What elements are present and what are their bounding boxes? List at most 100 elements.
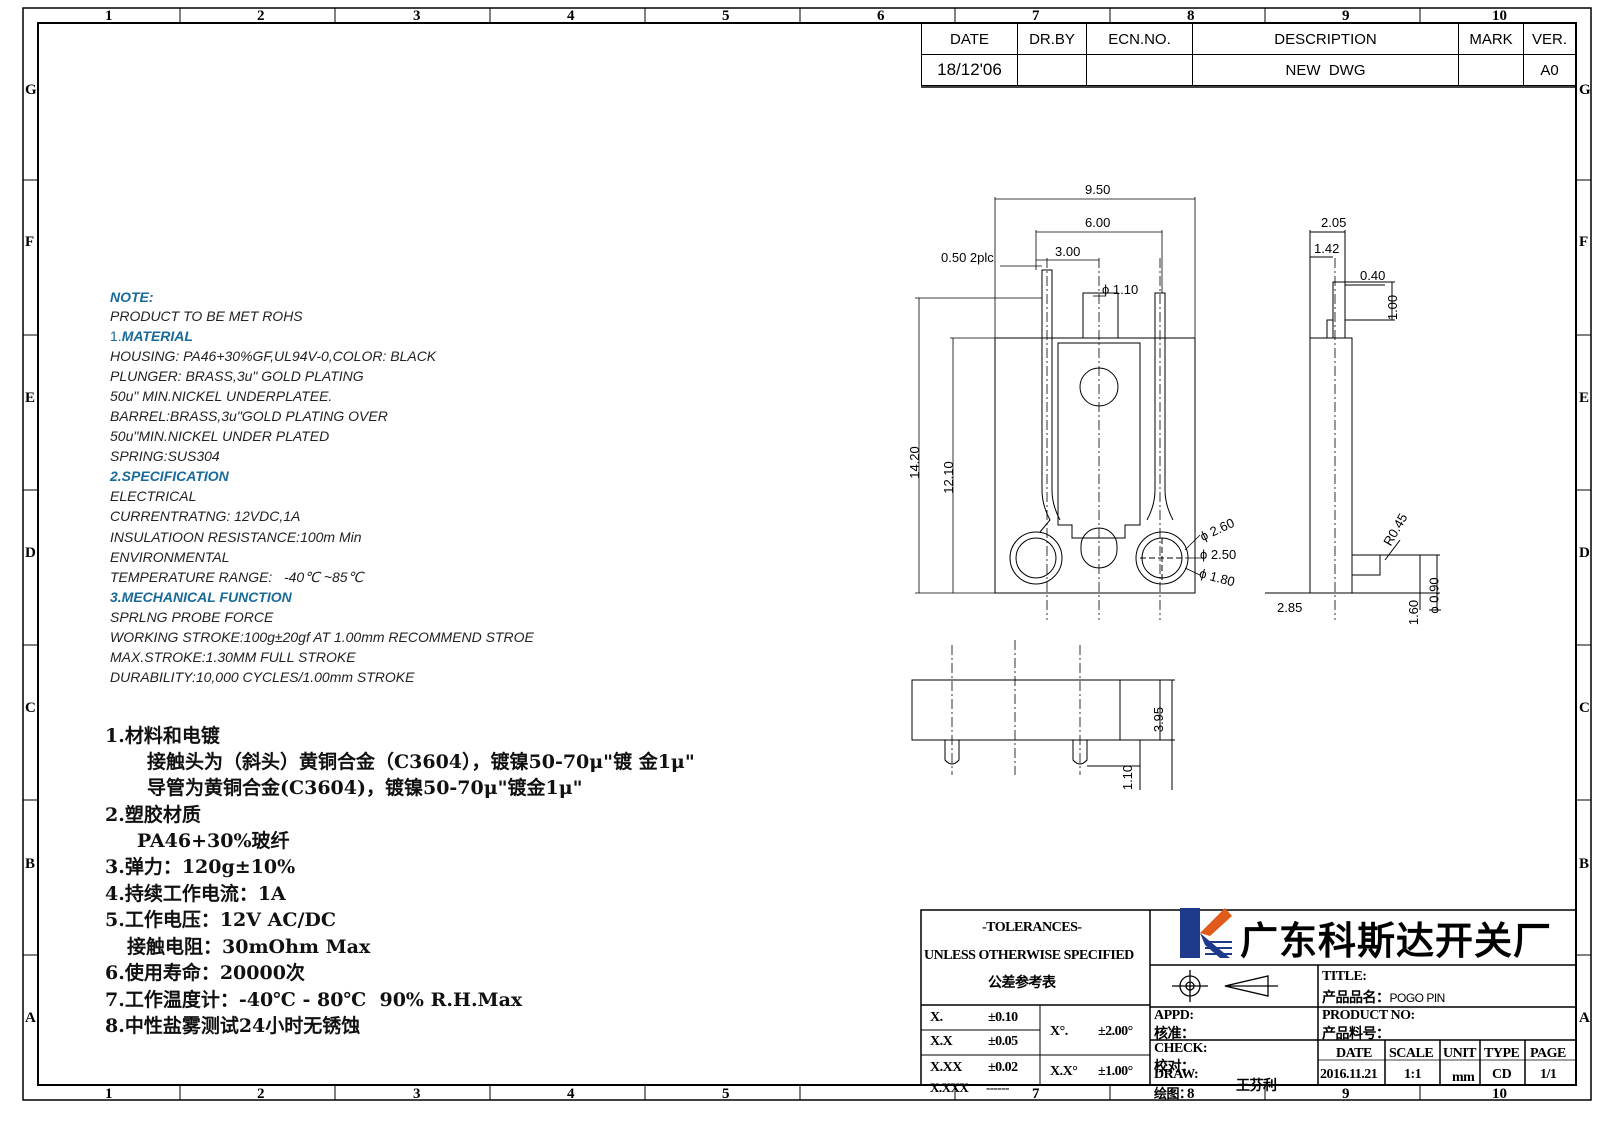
- zone-right-e: E: [1579, 390, 1590, 406]
- zone-top-5: 5: [722, 8, 730, 24]
- projection-symbol-icon: [1172, 970, 1278, 1002]
- zone-left-e: E: [25, 390, 36, 406]
- rev-description: NEW DWG: [1192, 54, 1459, 86]
- front-view: [994, 269, 1196, 594]
- tb-value-scale: 1:1: [1404, 1067, 1422, 1082]
- dim-label: 1.60: [1406, 599, 1422, 626]
- zone-top-7: 7: [1032, 8, 1040, 24]
- note-line: CURRENTRATNG: 12VDC,1A: [110, 508, 301, 524]
- cn-note: 接触头为（斜头）黄铜合金（C3604），镀镍50-70μ"镀 金1μ": [147, 751, 695, 773]
- tol-val: ±0.02: [988, 1060, 1018, 1075]
- note-line: SPRLNG PROBE FORCE: [110, 609, 274, 625]
- tol-val: ±0.05: [988, 1034, 1018, 1049]
- tol-cn: 公差参考表: [988, 976, 1056, 991]
- zone-bottom-5: 5: [722, 1086, 730, 1102]
- rev-mark: [1458, 54, 1524, 86]
- note-line: TEMPERATURE RANGE: -40℃ ~85℃: [110, 569, 364, 585]
- dim-label: 2.05: [1321, 215, 1347, 230]
- appd-label: APPD:: [1154, 1008, 1194, 1023]
- zone-top-9: 9: [1342, 8, 1350, 24]
- dim-label: 0.40: [1360, 268, 1386, 283]
- rev-ecn: [1086, 54, 1193, 86]
- dim-label: ϕ 1.10: [1102, 282, 1139, 297]
- outer-border: [22, 7, 1592, 1101]
- rev-drby: [1017, 54, 1087, 86]
- zone-bottom-4: 4: [567, 1086, 575, 1102]
- product-no-cn: 产品料号：: [1322, 1027, 1390, 1042]
- dim-label: 6.00: [1085, 215, 1111, 230]
- note-line: PLUNGER: BRASS,3u" GOLD PLATING: [110, 368, 364, 384]
- cn-note: 3.弹力：120g±10%: [105, 856, 296, 878]
- zone-right-g: G: [1579, 82, 1591, 98]
- note-line: BARREL:BRASS,3u"GOLD PLATING OVER: [110, 408, 388, 424]
- note-line: ENVIRONMENTAL: [110, 549, 230, 565]
- ang-key: X.X°: [1050, 1064, 1078, 1079]
- company-name: 广东科斯达开关厂: [1240, 919, 1553, 963]
- appd-cn: 核准：: [1154, 1027, 1195, 1042]
- note-mech-head: 3.MECHANICAL FUNCTION: [110, 589, 292, 605]
- dim-label: 3.00: [1055, 244, 1081, 259]
- tb-value-unit: mm: [1452, 1070, 1475, 1085]
- note-material-label: MATERIAL: [121, 328, 193, 344]
- draw-cn: 绘图：: [1154, 1086, 1192, 1101]
- tb-header-unit: UNIT: [1443, 1046, 1477, 1061]
- rev-header-ecn: ECN.NO.: [1086, 23, 1193, 55]
- cn-note: 2.塑胶材质: [105, 804, 201, 826]
- dim-label: 3.95: [1151, 706, 1167, 733]
- zone-right-c: C: [1579, 700, 1590, 716]
- dim-label: 0.50 2plc: [941, 250, 994, 265]
- tol-val: ------: [986, 1080, 1009, 1095]
- cn-note: 1.材料和电镀: [105, 725, 220, 747]
- cn-note: 7.工作温度计：-40℃ - 80℃ 90% R.H.Max: [105, 989, 523, 1011]
- zone-top-10: 10: [1492, 8, 1507, 24]
- note-spec-head: 2.SPECIFICATION: [110, 468, 229, 484]
- rev-header-description: DESCRIPTION: [1192, 23, 1459, 55]
- zone-left-c: C: [25, 700, 36, 716]
- tb-value-type: CD: [1492, 1067, 1512, 1082]
- note-line: WORKING STROKE:100g±20gf AT 1.00mm RECOM…: [110, 629, 534, 645]
- zone-top-2: 2: [257, 8, 265, 24]
- tb-header-scale: SCALE: [1389, 1046, 1434, 1061]
- tol-key: X.XXX: [930, 1080, 969, 1095]
- tol-key: X.X: [930, 1034, 953, 1049]
- zone-right-a: A: [1579, 1010, 1590, 1026]
- dim-label: 2.85: [1277, 600, 1303, 615]
- ang-val: ±1.00°: [1098, 1064, 1133, 1079]
- zone-left-f: F: [25, 234, 35, 250]
- zone-top-1: 1: [105, 8, 113, 24]
- tb-value-date: 2016.11.21: [1320, 1067, 1378, 1082]
- dim-label: 1.42: [1314, 241, 1340, 256]
- note-line: DURABILITY:10,000 CYCLES/1.00mm STROKE: [110, 669, 415, 685]
- note-title: NOTE:: [110, 289, 154, 305]
- zone-top-8: 8: [1187, 8, 1195, 24]
- ang-val: ±2.00°: [1098, 1024, 1133, 1039]
- product-name-value: POGO PIN: [1389, 991, 1446, 1005]
- rev-ver: A0: [1523, 54, 1576, 86]
- product-name-key: 产品品名：: [1322, 991, 1390, 1006]
- zone-left-b: B: [25, 856, 36, 872]
- tol-title: -TOLERANCES-: [982, 920, 1082, 935]
- bottom-view: [911, 679, 1175, 790]
- note-line: SPRING:SUS304: [110, 448, 220, 464]
- rev-header-date: DATE: [921, 23, 1018, 55]
- zone-bottom-7: 7: [1032, 1086, 1040, 1102]
- tb-header-page: PAGE: [1530, 1046, 1566, 1061]
- dim-label: 9.50: [1085, 182, 1111, 197]
- cn-note: 接触电阻：30mOhm Max: [127, 936, 371, 958]
- tol-key: X.: [930, 1010, 943, 1025]
- product-no-label: PRODUCT NO:: [1322, 1008, 1415, 1023]
- dim-label: 12.10: [940, 461, 956, 494]
- check-cn: 校对：: [1154, 1060, 1195, 1075]
- dim-label: 14.20: [906, 446, 922, 479]
- side-view: [1265, 230, 1440, 620]
- tol-val: ±0.10: [988, 1010, 1018, 1025]
- zone-bottom-8: 8: [1187, 1086, 1195, 1102]
- tol-key: X.XX: [930, 1060, 962, 1075]
- rev-header-ver: VER.: [1523, 23, 1576, 55]
- zone-top-3: 3: [413, 8, 421, 24]
- note-line: MAX.STROKE:1.30MM FULL STROKE: [110, 649, 356, 665]
- dim-label: 1.10: [1120, 764, 1136, 791]
- tb-header-date: DATE: [1336, 1046, 1372, 1061]
- cn-note: PA46+30%玻纤: [137, 830, 290, 852]
